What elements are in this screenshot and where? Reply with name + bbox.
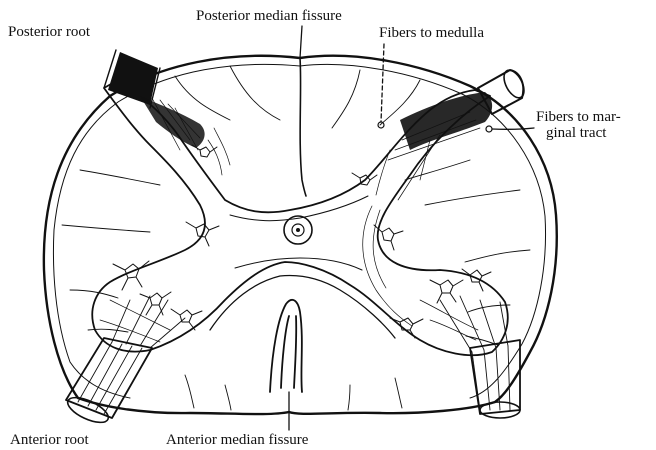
central-canal [284, 216, 312, 244]
anterior-median-fissure [270, 300, 302, 392]
anterior-column-outline [210, 276, 395, 338]
label-fibers-to-marginal-tract-line1: Fibers to mar- [536, 109, 621, 125]
posterior-root-left [104, 50, 205, 150]
label-posterior-root: Posterior root [8, 24, 91, 40]
posterior-median-fissure [300, 58, 306, 196]
label-fibers-to-marginal-tract-line2: ginal tract [546, 125, 607, 141]
label-fibers-to-medulla: Fibers to medulla [379, 25, 484, 41]
anterior-root-left [64, 296, 185, 427]
label-anterior-root: Anterior root [10, 432, 90, 448]
label-anterior-median-fissure: Anterior median fissure [166, 432, 309, 448]
grey-commissure [230, 196, 368, 270]
posterior-root-right [388, 67, 528, 200]
label-posterior-median-fissure: Posterior median fissure [196, 8, 342, 24]
